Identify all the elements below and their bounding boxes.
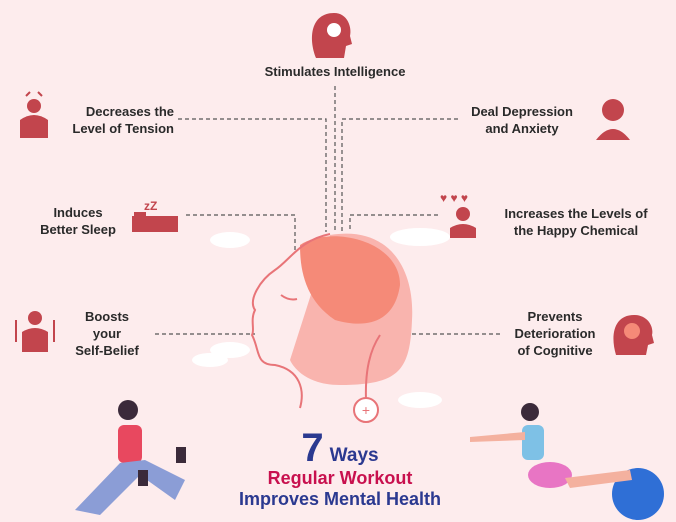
lightbulb-head-icon: [311, 13, 352, 58]
title-line-2: Regular Workout: [267, 468, 413, 488]
benefit-label: Self-Belief: [75, 343, 139, 358]
benefit-label: Decreases the: [85, 104, 174, 119]
title-ways: Ways: [329, 445, 379, 466]
brain-head-icon: [613, 315, 654, 355]
benefit-label: the Happy Chemical: [513, 223, 639, 238]
title-line-3: Improves Mental Health: [238, 489, 442, 509]
benefit-stimulates-intelligence: Stimulates Intelligence: [240, 63, 430, 80]
benefit-label: and Anxiety: [485, 121, 559, 136]
svg-text:+: +: [362, 402, 370, 418]
anxious-person-icon: [596, 99, 630, 140]
benefit-label: Increases the Levels of: [504, 206, 648, 221]
clouds: [192, 228, 450, 408]
benefit-label: your: [92, 326, 122, 341]
benefit-label: Level of Tension: [72, 121, 174, 136]
benefit-label: Prevents: [527, 309, 583, 324]
benefit-deal-depression: Deal Depression and Anxiety: [458, 103, 586, 137]
bed-sleep-icon: zZ: [132, 199, 178, 232]
title-number: 7: [301, 426, 324, 470]
stressed-person-icon: [20, 91, 48, 138]
woman-dumbbells-illustration: [75, 400, 186, 515]
benefit-label: Deal Depression: [471, 104, 573, 119]
benefit-happy-chemical: Increases the Levels of the Happy Chemica…: [486, 205, 666, 239]
benefit-label: Deterioration: [514, 326, 596, 341]
benefit-label: Better Sleep: [40, 222, 116, 237]
confident-person-icon: [15, 311, 55, 352]
svg-text:♥ ♥ ♥: ♥ ♥ ♥: [440, 191, 468, 205]
benefit-label: Induces: [53, 205, 103, 220]
svg-text:zZ: zZ: [144, 199, 157, 213]
head-illustration: +: [250, 233, 413, 423]
woman-exercise-ball-illustration: [470, 403, 664, 520]
benefit-label: Boosts: [84, 309, 130, 324]
benefit-label: Stimulates Intelligence: [264, 64, 406, 79]
benefit-label: of Cognitive: [517, 343, 593, 358]
happy-person-hearts-icon: ♥ ♥ ♥: [440, 191, 476, 238]
